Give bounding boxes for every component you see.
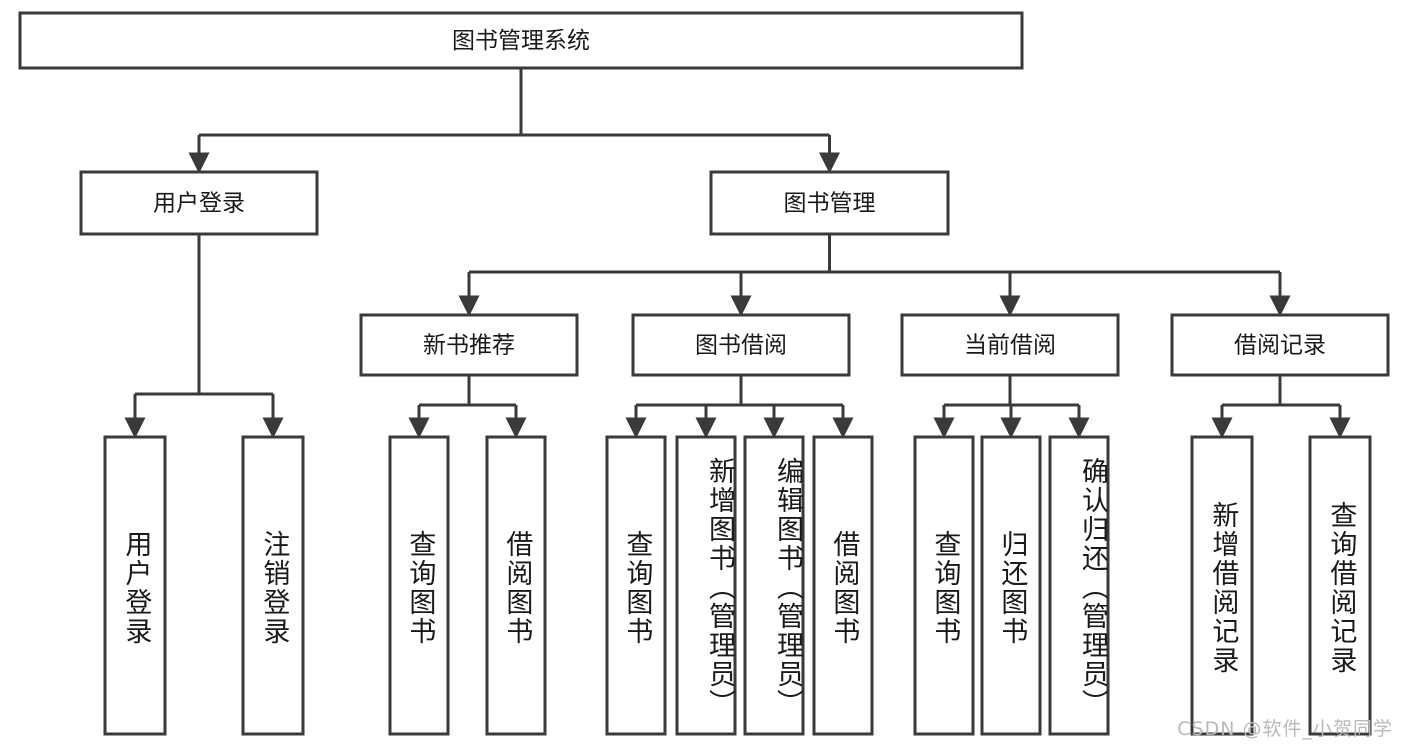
nodes-layer: 图书管理系统用户登录图书管理新书推荐图书借阅当前借阅借阅记录用户登录注销登录查询… — [18, 11, 1390, 736]
leaf-label: 用户登录 — [120, 529, 152, 646]
node-label: 用户登录 — [153, 191, 245, 217]
leaf-node[interactable]: 借阅图书 — [812, 435, 874, 736]
node-label: 图书借阅 — [695, 333, 787, 359]
leaf-label: 编辑图书（管理员） — [772, 457, 803, 718]
leaf-node[interactable]: 查询借阅记录 — [1308, 435, 1372, 736]
leaf-label: 归还图书 — [996, 529, 1028, 646]
leaf-node[interactable]: 用户登录 — [103, 435, 167, 736]
level2-node-0[interactable]: 用户登录 — [79, 170, 319, 236]
leaf-node[interactable]: 编辑图书（管理员） — [743, 435, 805, 736]
leaf-node[interactable]: 查询图书 — [913, 435, 975, 736]
level3-node-3[interactable]: 借阅记录 — [1170, 313, 1390, 377]
leaf-node[interactable]: 查询图书 — [605, 435, 667, 736]
node-label: 图书管理系统 — [452, 28, 590, 54]
node-label: 当前借阅 — [964, 333, 1056, 359]
leaf-label: 借阅图书 — [828, 529, 860, 646]
level2-node-1[interactable]: 图书管理 — [709, 170, 950, 236]
leaf-node[interactable]: 注销登录 — [241, 435, 305, 736]
leaf-label: 确认归还（管理员） — [1077, 457, 1108, 718]
leaf-label: 查询图书 — [621, 529, 653, 646]
root-node-book-management-system[interactable]: 图书管理系统 — [18, 11, 1024, 70]
connector-lines — [124, 68, 1351, 439]
leaf-node[interactable]: 查询图书 — [388, 435, 450, 736]
leaf-node[interactable]: 确认归还（管理员） — [1048, 435, 1110, 736]
leaf-label: 查询图书 — [929, 529, 961, 646]
leaf-label: 查询借阅记录 — [1325, 500, 1357, 675]
leaf-node[interactable]: 新增图书（管理员） — [675, 435, 737, 736]
leaf-label: 新增图书（管理员） — [704, 457, 735, 718]
node-label: 新书推荐 — [423, 333, 515, 359]
leaf-node[interactable]: 借阅图书 — [485, 435, 547, 736]
node-label: 借阅记录 — [1234, 333, 1326, 359]
level3-node-2[interactable]: 当前借阅 — [900, 313, 1120, 377]
leaf-label: 新增借阅记录 — [1207, 500, 1239, 675]
leaf-node[interactable]: 新增借阅记录 — [1190, 435, 1254, 736]
leaf-label: 注销登录 — [258, 529, 290, 646]
node-label: 图书管理 — [784, 191, 876, 217]
leaf-label: 查询图书 — [404, 529, 436, 646]
level3-node-0[interactable]: 新书推荐 — [359, 313, 579, 377]
watermark-text: CSDN @软件_小贺同学 — [1177, 718, 1393, 740]
leaf-label: 借阅图书 — [501, 529, 533, 646]
leaf-node[interactable]: 归还图书 — [980, 435, 1042, 736]
level3-node-1[interactable]: 图书借阅 — [631, 313, 851, 377]
